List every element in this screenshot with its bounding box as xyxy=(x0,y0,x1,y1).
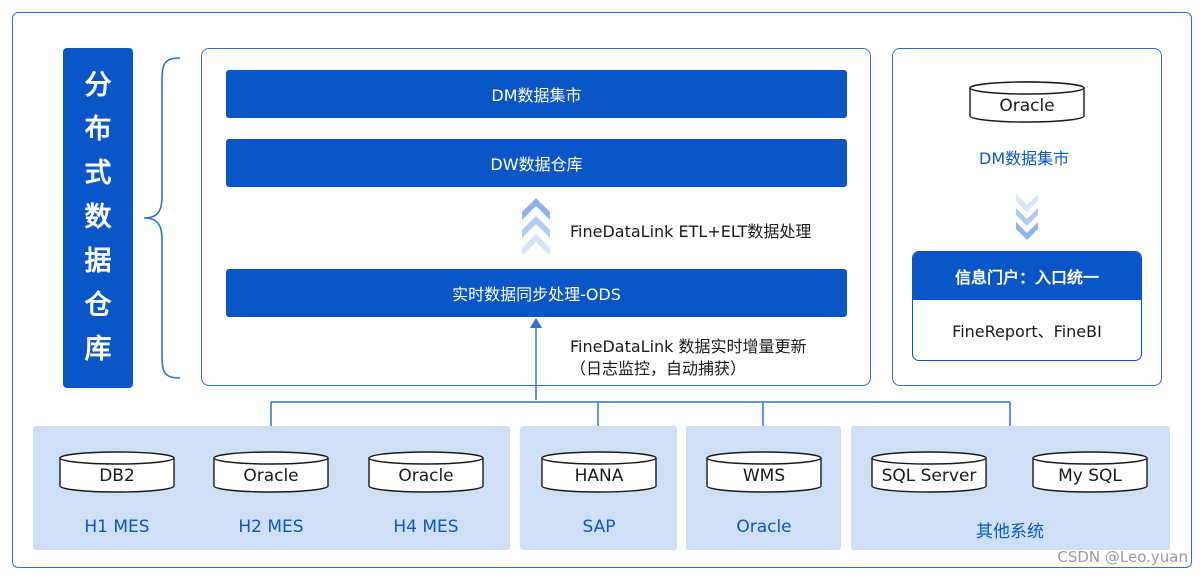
source-label-h1-mes: H1 MES xyxy=(84,517,150,537)
wms-db-icon: WMS xyxy=(705,450,823,494)
vtitle-char: 库 xyxy=(84,334,112,365)
source-label-h2-mes: H2 MES xyxy=(238,517,304,537)
db-name: Oracle xyxy=(999,96,1055,116)
db-name: DB2 xyxy=(99,466,135,486)
mysql-db-icon: My SQL xyxy=(1031,450,1149,494)
db-name: SQL Server xyxy=(881,466,977,486)
etl-label: FineDataLink ETL+ELT数据处理 xyxy=(570,222,812,241)
db-name: Oracle xyxy=(398,466,454,486)
hana-db-icon: HANA xyxy=(540,450,658,494)
oracle-db-icon: Oracle xyxy=(968,80,1086,124)
right-dm-label: DM数据集市 xyxy=(979,149,1070,168)
down-chevrons-icon xyxy=(1016,194,1038,240)
vtitle-char: 式 xyxy=(84,158,112,189)
sync-sublabel: （日志监控，自动捕获） xyxy=(570,359,747,378)
vtitle-char: 仓 xyxy=(84,290,112,321)
portal-tools: FineReport、FineBI xyxy=(952,322,1102,341)
db-name: My SQL xyxy=(1058,466,1122,486)
db-name: WMS xyxy=(742,466,786,486)
watermark: CSDN @Leo.yuan xyxy=(1057,548,1188,566)
curly-brace-icon xyxy=(143,57,181,379)
ods-layer-bar: 实时数据同步处理-ODS xyxy=(226,269,847,317)
vtitle-char: 据 xyxy=(84,246,112,277)
vtitle-char: 数 xyxy=(84,202,112,233)
dm-layer-bar: DM数据集市 xyxy=(226,70,847,118)
vtitle-char: 分 xyxy=(84,70,112,101)
vertical-title: 分 布 式 数 据 仓 库 xyxy=(63,48,133,388)
source-label-oracle: Oracle xyxy=(736,517,792,537)
up-chevrons-icon xyxy=(522,198,550,256)
info-portal-box: 信息门户：入口统一 FineReport、FineBI xyxy=(912,251,1142,361)
dw-layer-bar: DW数据仓库 xyxy=(226,139,847,187)
oracle-db-icon: Oracle xyxy=(212,450,330,494)
oracle-db-icon: Oracle xyxy=(367,450,485,494)
db-name: HANA xyxy=(574,466,624,486)
portal-title: 信息门户：入口统一 xyxy=(913,252,1141,300)
db-name: Oracle xyxy=(243,466,299,486)
source-label-other: 其他系统 xyxy=(976,522,1044,542)
vtitle-char: 布 xyxy=(84,114,112,145)
db2-db-icon: DB2 xyxy=(58,450,176,494)
sql-server-db-icon: SQL Server xyxy=(870,450,988,494)
source-label-sap: SAP xyxy=(582,517,616,537)
source-label-h4-mes: H4 MES xyxy=(393,517,459,537)
sync-label: FineDataLink 数据实时增量更新 xyxy=(570,337,807,356)
